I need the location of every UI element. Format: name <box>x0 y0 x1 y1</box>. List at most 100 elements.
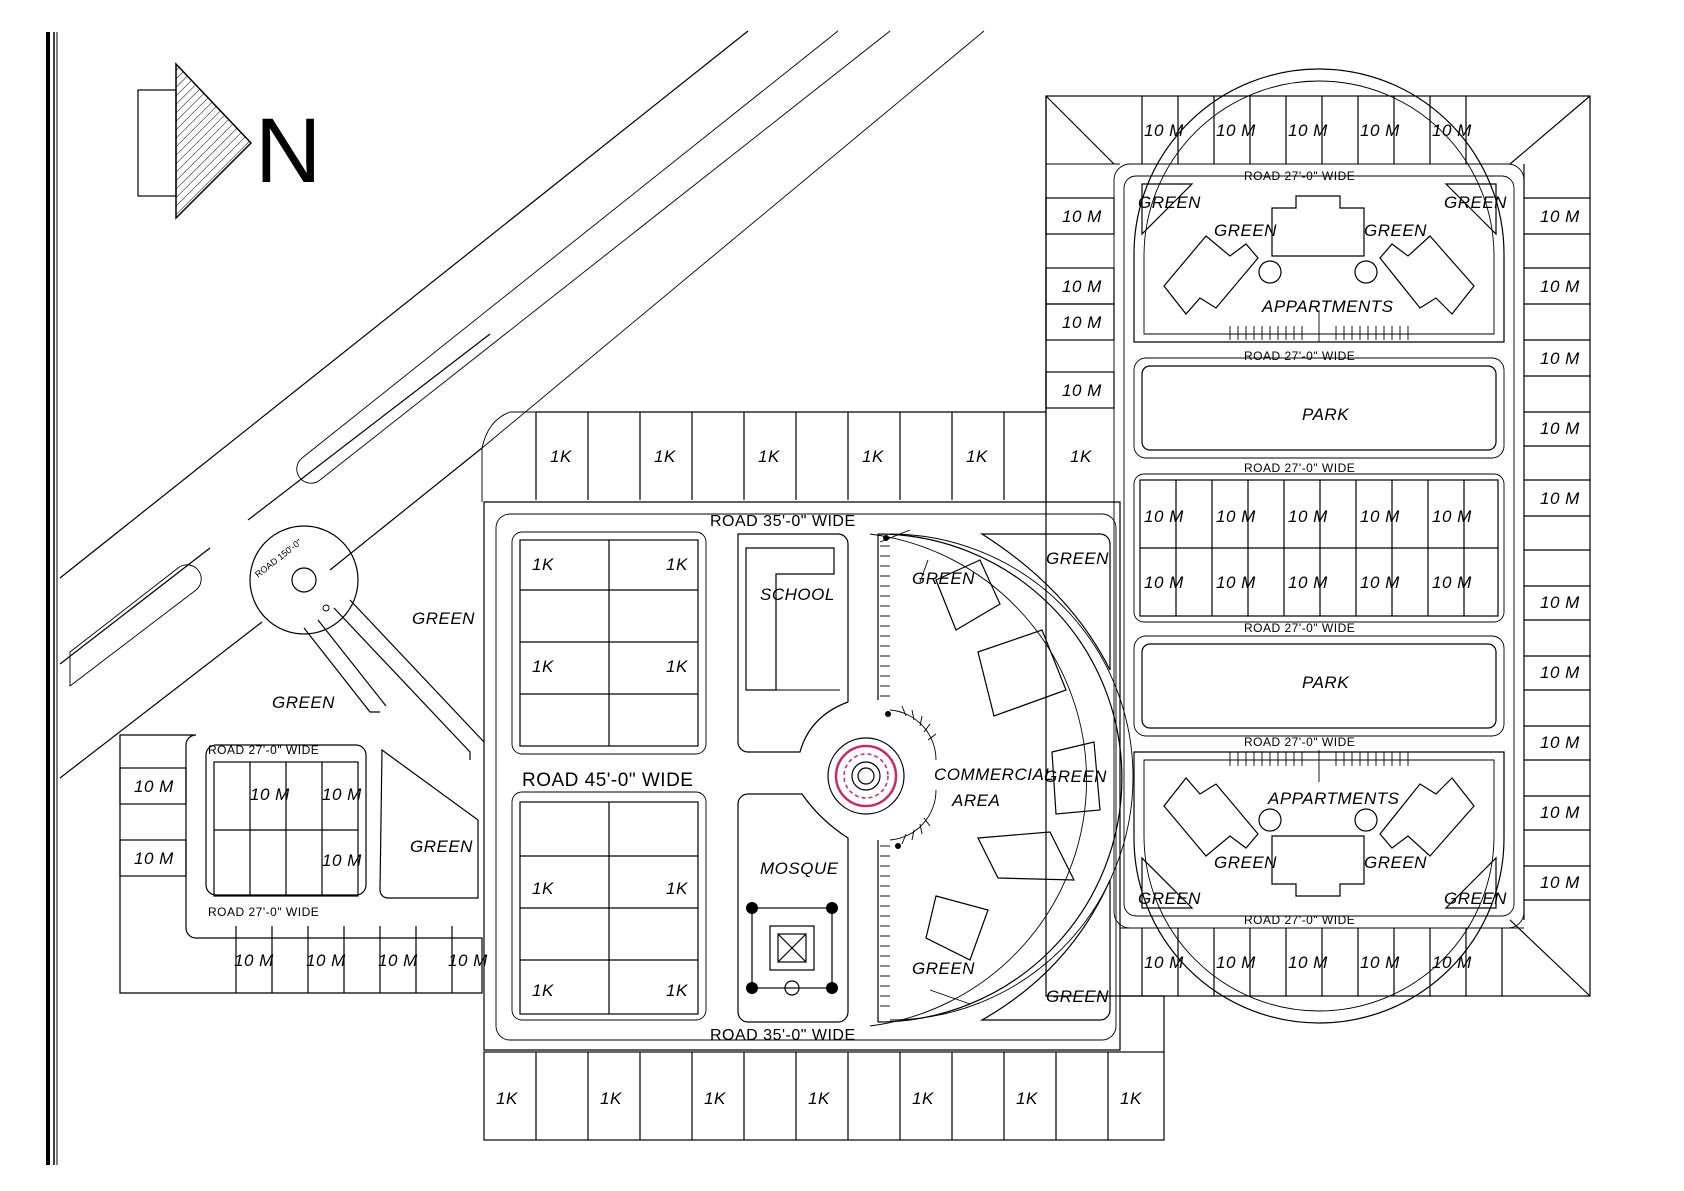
plot-label: 1K <box>912 1089 934 1108</box>
plot-label: 1K <box>496 1089 518 1108</box>
plot-label: 10 M <box>1540 593 1580 612</box>
north-label: N <box>255 100 321 202</box>
road-150-label: ROAD 150'-0" <box>253 537 304 580</box>
road-labels: ROAD 35'-0" WIDE ROAD 35'-0" WIDE ROAD 4… <box>208 169 1355 1044</box>
road-label: ROAD 27'-0" WIDE <box>1244 735 1355 749</box>
green-label: GREEN <box>1046 549 1109 568</box>
plot-label: 10 M <box>1540 489 1580 508</box>
plot-label: 10 M <box>1062 277 1102 296</box>
plot-label: 10 M <box>1062 381 1102 400</box>
plot-label: 10 M <box>1432 121 1472 140</box>
plot-label: 10 M <box>1144 953 1184 972</box>
plot-label: 10 M <box>1288 573 1328 592</box>
plot-label: 1K <box>532 879 554 898</box>
plot-label: 10 M <box>1540 419 1580 438</box>
diagonal-highway <box>59 30 985 779</box>
plot-label: 1K <box>966 447 988 466</box>
green-label: GREEN <box>1138 193 1201 212</box>
green-label: GREEN <box>412 609 475 628</box>
plot-label: 1K <box>666 879 688 898</box>
plot-label: 1K <box>550 447 572 466</box>
plot-label: 10 M <box>1540 803 1580 822</box>
plot-label: 1K <box>654 447 676 466</box>
plot-label: 1K <box>532 555 554 574</box>
plot-label: 10 M <box>134 777 174 796</box>
road-label: ROAD 45'-0" WIDE <box>522 770 693 791</box>
plot-10m-labels: 10 M 10 M 10 M 10 M 10 M 10 M 10 M 10 M … <box>134 121 1580 972</box>
green-label: GREEN <box>1044 767 1107 786</box>
plot-label: 1K <box>666 657 688 676</box>
road-label: ROAD 27'-0" WIDE <box>1244 349 1355 363</box>
plot-label: 10 M <box>1216 573 1256 592</box>
plot-label: 10 M <box>1288 953 1328 972</box>
plot-label: 1K <box>704 1089 726 1108</box>
mosque-label: MOSQUE <box>760 859 839 878</box>
plot-label: 1K <box>862 447 884 466</box>
plot-label: 10 M <box>250 785 290 804</box>
plot-label: 1K <box>666 555 688 574</box>
plot-label: 1K <box>666 981 688 1000</box>
plot-label: 10 M <box>1360 953 1400 972</box>
plot-label: 10 M <box>1360 121 1400 140</box>
school-label: SCHOOL <box>760 585 835 604</box>
plot-label: 1K <box>758 447 780 466</box>
green-label: GREEN <box>1364 221 1427 240</box>
plot-label: 1K <box>1070 447 1092 466</box>
plot-label: 10 M <box>1540 207 1580 226</box>
facility-labels: SCHOOL MOSQUE COMMERCIAL AREA PARK PARK … <box>760 297 1400 878</box>
area-label: AREA <box>951 791 1000 810</box>
plot-label: 10 M <box>1062 207 1102 226</box>
plot-label: 10 M <box>1216 953 1256 972</box>
plot-label: 10 M <box>322 851 362 870</box>
plot-label: 10 M <box>1216 121 1256 140</box>
plot-label: 10 M <box>1540 733 1580 752</box>
road-label: ROAD 27'-0" WIDE <box>1244 621 1355 635</box>
plot-label: 10 M <box>234 951 274 970</box>
plot-label: 10 M <box>1540 277 1580 296</box>
green-label: GREEN <box>1214 853 1277 872</box>
plot-label: 10 M <box>1144 573 1184 592</box>
plot-label: 10 M <box>1288 507 1328 526</box>
plot-label: 10 M <box>1432 507 1472 526</box>
plot-label: 10 M <box>1360 573 1400 592</box>
plot-label: 10 M <box>1540 873 1580 892</box>
green-label: GREEN <box>410 837 473 856</box>
green-label: GREEN <box>1364 853 1427 872</box>
left-block <box>119 599 485 994</box>
park-label: PARK <box>1302 673 1349 692</box>
green-label: GREEN <box>1444 193 1507 212</box>
road-label: ROAD 35'-0" WIDE <box>710 513 856 530</box>
central-block <box>481 96 1165 1141</box>
plot-label: 10 M <box>448 951 488 970</box>
green-label: GREEN <box>1214 221 1277 240</box>
green-label: GREEN <box>912 569 975 588</box>
green-label: GREEN <box>1444 889 1507 908</box>
road-label: ROAD 27'-0" WIDE <box>1244 461 1355 475</box>
green-label: GREEN <box>272 693 335 712</box>
park-label: PARK <box>1302 405 1349 424</box>
plot-label: 1K <box>1120 1089 1142 1108</box>
plot-label: 10 M <box>1540 663 1580 682</box>
plot-label: 10 M <box>1144 121 1184 140</box>
plot-label: 1K <box>532 981 554 1000</box>
plot-label: 1K <box>600 1089 622 1108</box>
green-label: GREEN <box>912 959 975 978</box>
road-label: ROAD 27'-0" WIDE <box>1244 913 1355 927</box>
roundabout <box>249 525 359 635</box>
plot-label: 10 M <box>1360 507 1400 526</box>
plot-label: 10 M <box>1144 507 1184 526</box>
plot-label: 10 M <box>306 951 346 970</box>
green-label: GREEN <box>1046 987 1109 1006</box>
green-labels: GREEN GREEN GREEN GREEN GREEN GREEN GREE… <box>272 193 1507 1006</box>
plot-label: 10 M <box>1432 953 1472 972</box>
plot-label: 10 M <box>322 785 362 804</box>
plot-label: 1K <box>808 1089 830 1108</box>
plot-label: 10 M <box>134 849 174 868</box>
road-label: ROAD 35'-0" WIDE <box>710 1027 856 1044</box>
plot-label: 10 M <box>1540 349 1580 368</box>
plot-label: 10 M <box>378 951 418 970</box>
apartments-label: APPARTMENTS <box>1267 789 1400 808</box>
road-label: ROAD 27'-0" WIDE <box>1244 169 1355 183</box>
border-lines <box>46 32 58 1165</box>
